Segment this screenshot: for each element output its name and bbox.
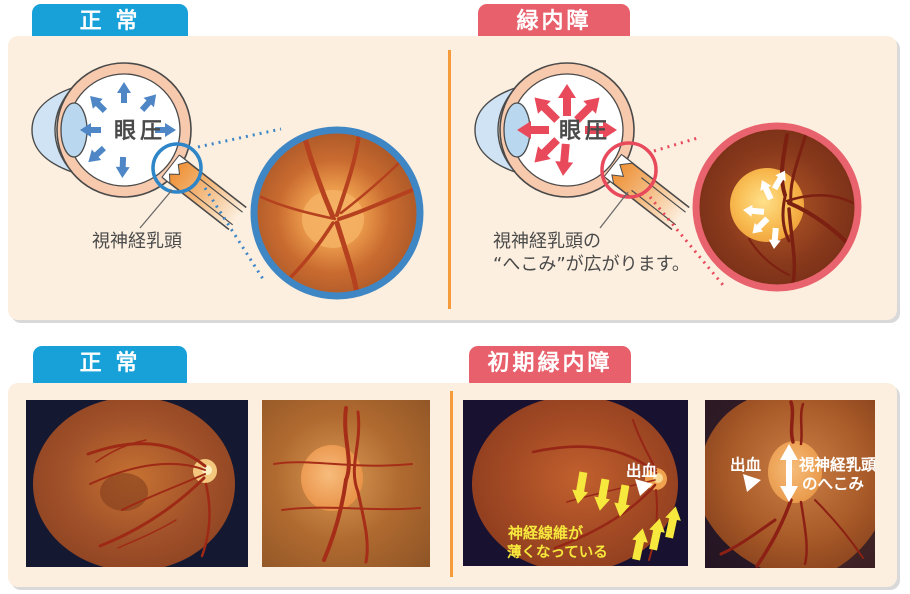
macula xyxy=(100,473,148,511)
retinal-vessels xyxy=(259,133,417,296)
hemorrhage-label: 出血 xyxy=(730,455,762,474)
cornea xyxy=(31,87,73,173)
tab-normal-bottom: 正 常 xyxy=(33,346,187,390)
retinal-vessels xyxy=(748,129,857,285)
fundus-photo-normal-closeup xyxy=(262,400,430,567)
cup-expansion-arrows-white xyxy=(743,170,786,249)
cupping-caption-line2: のへこみ xyxy=(802,475,865,493)
nerve-fiber-caption-line1: 神経線維が xyxy=(508,524,584,542)
tab-early-glaucoma: 初期緑内障 xyxy=(469,346,631,390)
tab-normal-top-label: 正 常 xyxy=(79,9,141,34)
cupping-caption-line1: 視神経乳頭 xyxy=(798,455,875,474)
top-divider xyxy=(448,50,451,309)
hemorrhage-pointer-triangle xyxy=(635,479,653,496)
cupping-caption-line1: 視神経乳頭の xyxy=(493,231,601,252)
label-pointer-line xyxy=(139,189,173,229)
fundus-photo-early-glaucoma-full: 出血 神経線維が 薄くなっている xyxy=(463,400,688,566)
pressure-label: 眼圧 xyxy=(559,119,611,144)
pressure-arrows-blue xyxy=(80,82,176,178)
fundus-photo-early-glaucoma-closeup: 出血 視神経乳頭 のへこみ xyxy=(705,400,875,568)
cupping-caption-line2: “へこみ”が広がります。 xyxy=(493,254,690,275)
retinal-vessels xyxy=(86,439,211,558)
bottom-divider xyxy=(450,391,453,577)
fundus-photo-glaucoma-disc-circle xyxy=(692,122,862,292)
label-pointer-line xyxy=(599,191,629,229)
tab-early-glaucoma-label: 初期緑内障 xyxy=(487,351,613,376)
tab-glaucoma-top-label: 緑内障 xyxy=(516,9,592,34)
nerve-head-highlight-ring xyxy=(151,142,203,194)
hemorrhage-label: 出血 xyxy=(626,461,658,480)
normal-eye-diagram: 眼圧 視神経乳頭 xyxy=(31,62,247,252)
optic-disc-notch-enlarged xyxy=(603,153,634,186)
nerve-head-highlight-ring xyxy=(600,141,658,199)
thinning-arrows-yellow xyxy=(572,471,681,561)
retinal-vessels xyxy=(719,400,864,568)
optic-disc-notch xyxy=(161,154,190,185)
enlarged-cup xyxy=(730,168,804,242)
fundus-photo-normal-disc-circle xyxy=(250,126,424,300)
nerve-fiber-caption-line2: 薄くなっている xyxy=(507,543,608,561)
cupping-double-arrow xyxy=(780,444,798,502)
retinal-vessels xyxy=(273,406,421,564)
fundus-photo-normal-full xyxy=(26,400,248,567)
cornea xyxy=(474,87,516,173)
pressure-arrows-red xyxy=(517,84,617,176)
glaucoma-eye-diagram: 眼圧 視神経乳頭の “へこみ”が広がります。 xyxy=(474,62,690,275)
hemorrhage-pointer-triangle xyxy=(743,474,761,492)
nerve-head-label: 視神経乳頭 xyxy=(92,231,182,252)
pressure-label: 眼圧 xyxy=(114,119,166,144)
tab-normal-bottom-label: 正 常 xyxy=(79,351,141,376)
